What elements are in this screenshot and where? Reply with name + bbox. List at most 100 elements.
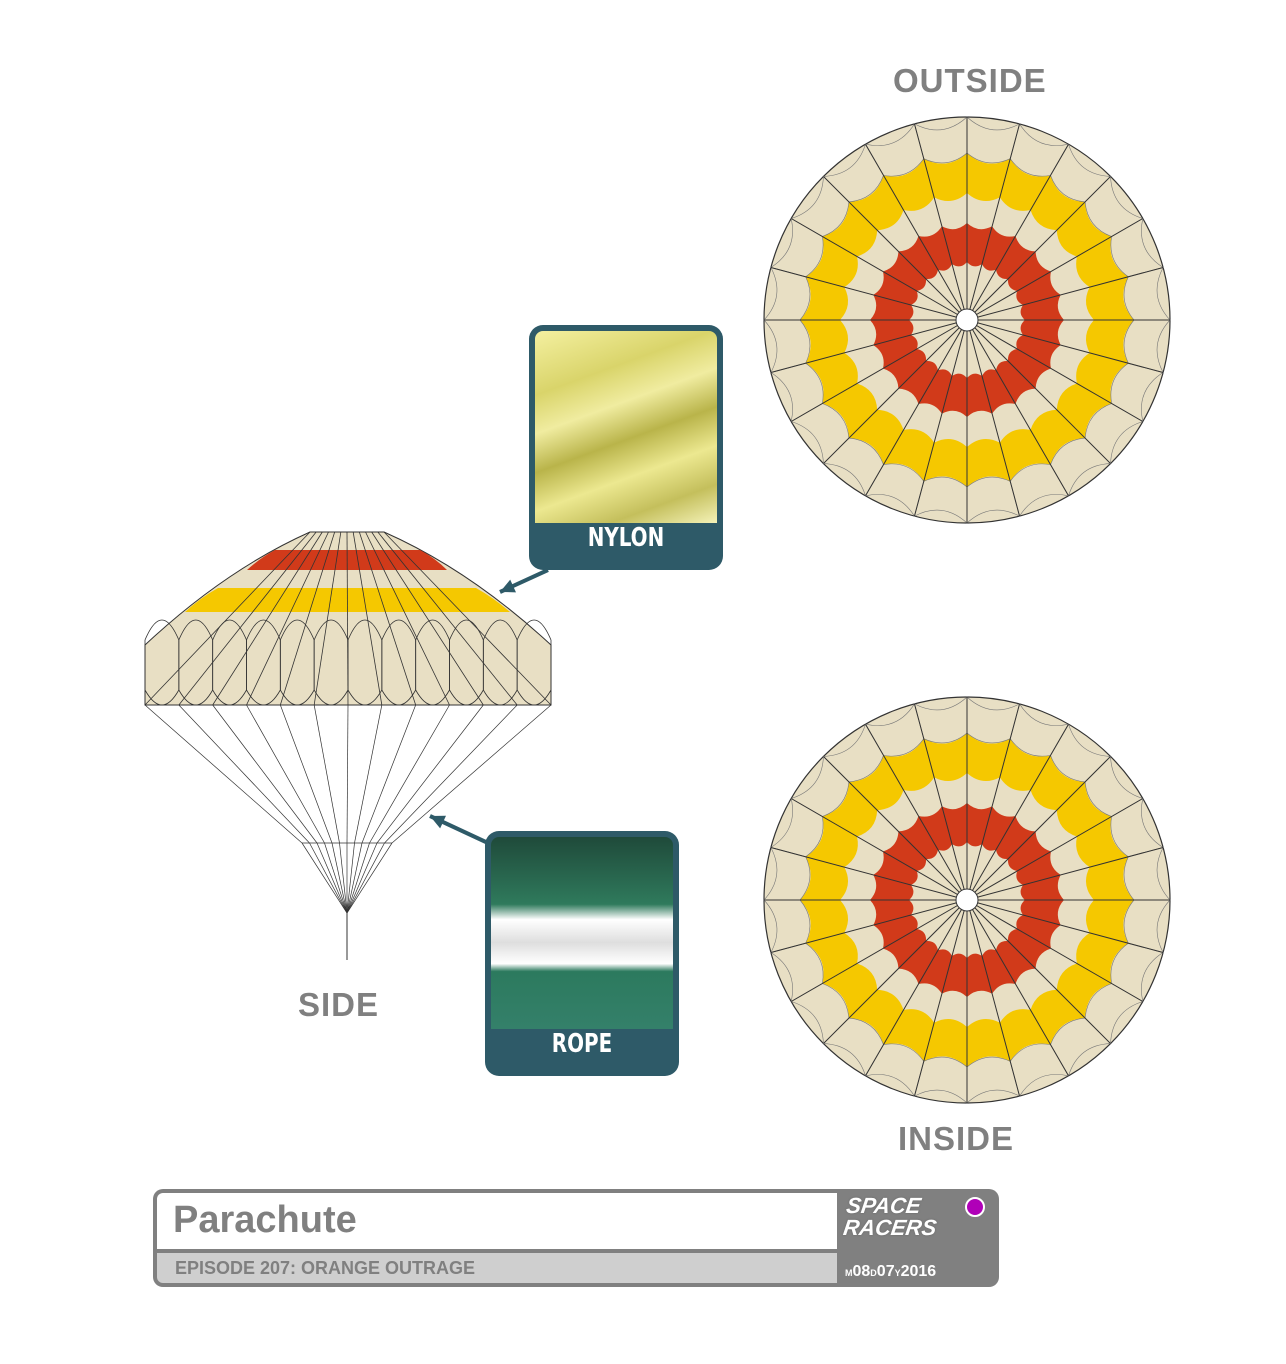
suspension-line	[376, 704, 484, 844]
outside-red-panel	[996, 360, 1036, 405]
inside-red-panel	[873, 851, 918, 885]
side-seam	[246, 531, 329, 706]
outside-red-panel	[1007, 251, 1052, 291]
inside-seam	[966, 756, 1111, 901]
inside-seam	[966, 899, 1021, 1097]
inside-red-panel	[918, 806, 952, 851]
outside-seam	[823, 176, 968, 321]
inside-yellow-panel	[1085, 900, 1134, 944]
inside-seam	[966, 899, 1144, 1002]
inside-red-panel	[1016, 851, 1061, 885]
suspension-line	[331, 842, 348, 914]
outside-yellow-panel	[822, 201, 878, 257]
outside-seam	[913, 123, 968, 321]
inside-red-panel	[870, 900, 914, 926]
outside-yellow-panel	[967, 438, 1011, 487]
inside-red-panel	[918, 949, 952, 994]
inside-seam	[770, 899, 968, 954]
outside-red-panel	[941, 373, 967, 417]
outside-seam	[966, 319, 1069, 497]
outside-seam	[966, 176, 1111, 321]
episode-label: EPISODE 207: ORANGE OUTRAGE	[175, 1258, 476, 1278]
outside-red-panel	[1020, 320, 1064, 346]
inside-seam	[966, 798, 1144, 901]
date-stamp: M08D07Y2016	[845, 1263, 937, 1280]
inside-seam	[966, 703, 1021, 901]
outside-seam	[966, 319, 1144, 422]
inside-yellow-panel	[800, 900, 849, 944]
inside-seam	[865, 899, 968, 1077]
suspension-line	[280, 704, 333, 844]
outside-yellow-panel	[967, 153, 1011, 202]
inside-seam	[966, 899, 1111, 1044]
outside-red-panel	[873, 271, 918, 305]
outside-red-panel	[918, 369, 952, 414]
outside-red-panel	[870, 320, 914, 346]
inside-seam	[823, 899, 968, 1044]
inside-yellow-panel	[883, 738, 935, 791]
outside-red-panel	[967, 373, 993, 417]
outside-seam	[865, 319, 968, 497]
inside-red-panel	[870, 874, 914, 900]
outside-seam	[770, 319, 968, 374]
outside-red-panel	[982, 369, 1016, 414]
suspension-line	[361, 704, 416, 844]
outside-red-panel	[967, 223, 993, 267]
side-seam	[144, 531, 311, 706]
inside-yellow-panel	[805, 932, 858, 984]
inside-yellow-panel	[999, 1009, 1051, 1062]
suspension-line	[301, 842, 348, 914]
outside-yellow-panel	[999, 429, 1051, 482]
side-seam	[371, 531, 484, 706]
outside-seam	[966, 319, 1111, 464]
suspension-line	[178, 704, 310, 844]
inside-red-panel	[982, 806, 1016, 851]
suspension-line	[391, 704, 552, 844]
side-seam	[279, 531, 336, 706]
inside-yellow-panel	[1030, 989, 1086, 1045]
inside-red-panel	[1007, 831, 1052, 871]
space-racers-logo: SPACE RACERS	[841, 1193, 939, 1240]
suspension-line	[346, 842, 378, 914]
suspension-line	[339, 842, 348, 914]
rope-arrow-head	[430, 815, 446, 829]
inside-view-label: INSIDE	[898, 1120, 1015, 1157]
suspension-line	[346, 842, 393, 914]
outside-seam	[913, 319, 968, 517]
inside-yellow-panel	[1030, 755, 1086, 811]
inside-yellow-panel	[848, 989, 904, 1045]
side-seam	[313, 531, 342, 706]
inside-red-panel	[941, 803, 967, 847]
inside-red-panel	[898, 940, 938, 985]
rope-label: ROPE	[551, 1029, 613, 1059]
outside-seam	[790, 319, 968, 422]
outside-yellow-panel	[1085, 276, 1134, 320]
outside-red-panel	[873, 335, 918, 369]
outside-yellow-panel	[1056, 383, 1112, 439]
side-seam	[358, 531, 417, 706]
inside-seam	[966, 899, 1164, 954]
outside-yellow-panel	[822, 383, 878, 439]
outside-yellow-panel	[1076, 352, 1129, 404]
outside-seam	[966, 266, 1164, 321]
inside-vent	[955, 888, 979, 912]
outside-yellow-panel	[923, 153, 967, 202]
inside-yellow-panel	[848, 755, 904, 811]
inside-red-panel	[1007, 929, 1052, 969]
side-view-label: SIDE	[298, 986, 380, 1023]
inside-red-panel	[941, 953, 967, 997]
inside-red-panel	[882, 929, 927, 969]
outside-seam	[966, 319, 1164, 374]
outside-yellow-panel	[1085, 320, 1134, 364]
outside-yellow-panel	[883, 158, 935, 211]
outside-seam	[966, 218, 1144, 321]
outside-red-panel	[898, 235, 938, 280]
suspension-line	[246, 704, 325, 844]
suspension-line	[212, 704, 318, 844]
outside-red-panel	[918, 226, 952, 271]
inside-red-panel	[873, 915, 918, 949]
side-seam	[377, 531, 518, 706]
inside-yellow-panel	[805, 816, 858, 868]
inside-red-panel	[1020, 874, 1064, 900]
outside-yellow-panel	[1030, 175, 1086, 231]
